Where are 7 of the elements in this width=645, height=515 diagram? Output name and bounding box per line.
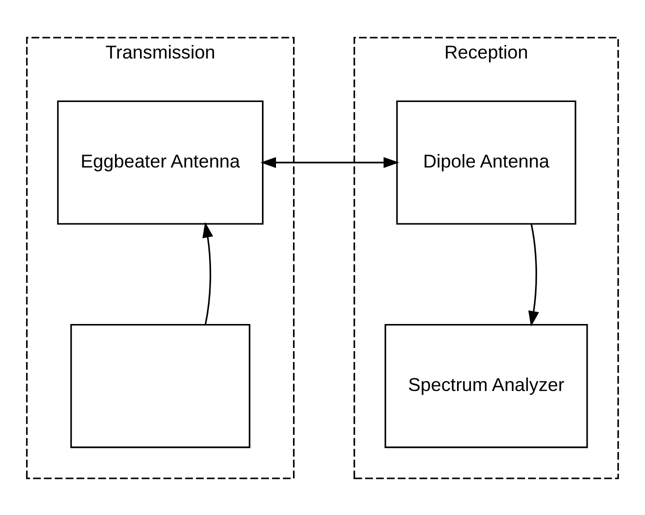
node-box: [70, 323, 250, 448]
arrow: [528, 224, 540, 326]
arrow: [202, 222, 214, 324]
node-box: Spectrum Analyzer: [384, 323, 588, 448]
node-box: Eggbeater Antenna: [57, 100, 264, 224]
arrow: [260, 156, 400, 168]
node-box: Dipole Antenna: [396, 100, 576, 224]
